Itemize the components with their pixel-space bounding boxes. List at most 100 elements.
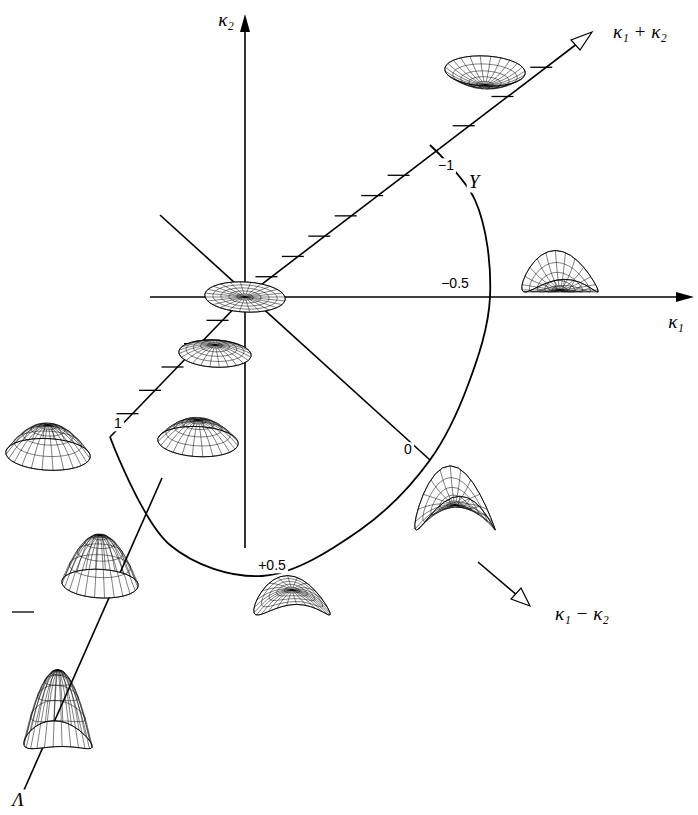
hollow-arrowhead <box>571 32 592 50</box>
patch-spoke <box>193 341 215 345</box>
surface-patch <box>415 466 495 530</box>
patch-spoke <box>455 505 492 525</box>
patch-spoke <box>546 253 560 290</box>
patch-spoke <box>213 297 245 305</box>
patch-spoke <box>6 425 48 454</box>
patch-spoke <box>292 590 322 612</box>
patch-spoke <box>58 670 90 741</box>
patch-outline <box>24 721 92 749</box>
patch-ring <box>179 340 251 367</box>
surface-patch <box>6 423 90 470</box>
patch-spoke <box>198 420 230 452</box>
surface-patches <box>6 56 598 749</box>
patch-spoke <box>522 290 560 291</box>
patch-spoke <box>37 670 58 725</box>
patch-spoke <box>23 424 48 441</box>
patch-spoke <box>256 590 292 615</box>
patch-spoke <box>201 345 215 365</box>
patch-spoke <box>524 290 560 292</box>
patch-ring <box>205 282 285 312</box>
surface-patch <box>522 250 598 292</box>
patch-spoke <box>100 535 136 580</box>
patch-spoke <box>485 63 517 85</box>
surface-patch <box>445 56 525 89</box>
patch-spoke <box>62 535 100 580</box>
tick-mark <box>207 320 229 321</box>
lambda-axis <box>24 478 162 790</box>
patch-spoke <box>485 84 509 88</box>
axis-label: κ₂ <box>216 10 236 31</box>
patch-spoke <box>9 425 48 459</box>
patch-spoke <box>198 420 235 438</box>
patch-spoke <box>485 67 522 85</box>
patch-spoke <box>440 470 455 505</box>
patch-spoke <box>230 282 245 297</box>
patch-spoke <box>423 494 455 505</box>
patch-spoke <box>245 286 270 297</box>
patch-spoke <box>48 425 81 466</box>
patch-spoke <box>48 425 87 462</box>
tick-mark <box>255 276 277 277</box>
patch-spoke <box>85 535 100 596</box>
patch-spoke <box>100 535 131 576</box>
tick-mark <box>335 215 357 216</box>
patch-spoke <box>215 345 249 350</box>
patch-spoke <box>485 85 490 89</box>
patch-spoke <box>186 345 215 360</box>
patch-spoke <box>431 480 455 505</box>
patch-spoke <box>58 670 85 748</box>
patch-spoke <box>6 425 48 450</box>
patch-spoke <box>86 534 100 570</box>
patch-spoke <box>48 425 53 470</box>
patch-spoke <box>415 505 455 522</box>
patch-spoke <box>24 670 58 745</box>
patch-ring <box>529 262 590 292</box>
patch-spoke <box>48 424 82 446</box>
patch-spoke <box>455 505 492 522</box>
patch-spoke <box>100 535 135 591</box>
patch-spoke <box>58 670 62 747</box>
surface-patch <box>62 534 138 598</box>
patch-spoke <box>100 535 124 574</box>
patch-spoke <box>485 75 525 85</box>
patch-spoke <box>37 670 58 748</box>
patch-spoke <box>455 505 495 529</box>
patch-spoke <box>179 345 215 350</box>
surface-patch <box>179 340 251 368</box>
surface-patch <box>205 282 285 312</box>
patch-spoke <box>560 285 596 290</box>
axis-arrowhead <box>240 14 250 32</box>
axis-label: κ₁ + κ₂ <box>611 22 669 43</box>
patch-spoke <box>415 505 455 529</box>
patch-spoke <box>31 670 58 730</box>
patch-spoke <box>455 494 480 505</box>
patch-outline <box>62 569 138 598</box>
patch-spoke <box>58 670 71 747</box>
patch-spoke <box>215 345 237 365</box>
patch-spoke <box>198 419 230 434</box>
patch-spoke <box>198 420 238 446</box>
patch-spoke <box>455 505 495 530</box>
patch-spoke <box>245 297 250 312</box>
patch-spoke <box>292 590 315 608</box>
patch-spoke <box>470 56 485 85</box>
patch-spoke <box>455 504 487 510</box>
patch-spoke <box>193 345 215 363</box>
patch-spoke <box>58 670 63 722</box>
patch-spoke <box>53 670 58 747</box>
patch-spoke <box>100 535 123 596</box>
patch-spoke <box>48 423 54 439</box>
patch-spoke <box>48 425 90 459</box>
tick-value: −1 <box>436 158 456 173</box>
tick-mark <box>139 390 161 391</box>
patch-spoke <box>54 670 58 721</box>
patch-spoke <box>215 345 219 367</box>
patch-outline <box>415 466 495 530</box>
patch-spoke <box>211 340 215 345</box>
patch-spoke <box>292 590 327 614</box>
patch-spoke <box>208 297 245 301</box>
patch-spoke <box>485 85 500 89</box>
patch-outline <box>179 340 251 367</box>
patch-outline <box>254 576 330 615</box>
